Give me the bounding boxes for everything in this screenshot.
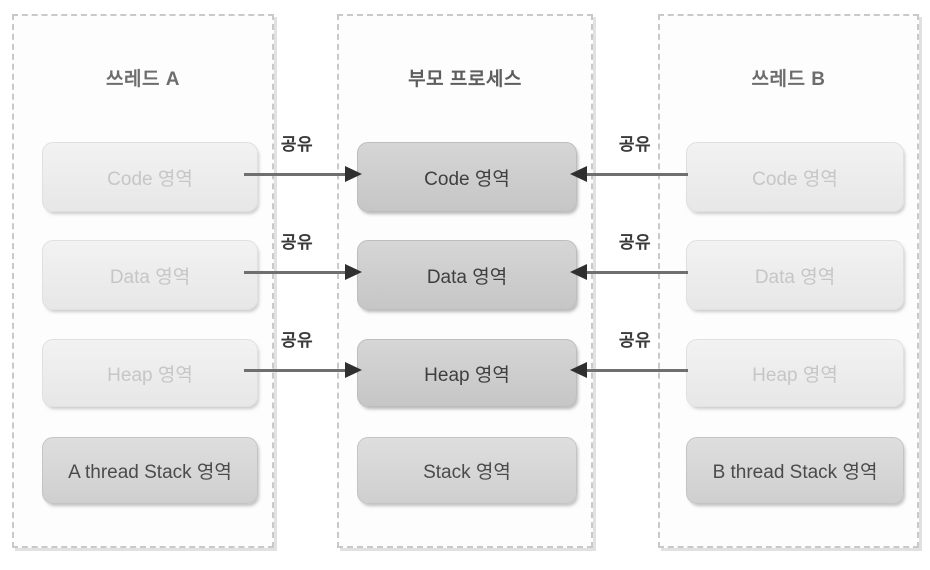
share-arrow-label: 공유 (280, 331, 314, 350)
share-arrow-label: 공유 (618, 331, 652, 350)
arrow-head-right-icon (345, 362, 362, 378)
memory-box-thread-b-data[interactable]: Data 영역 (686, 240, 904, 310)
arrow-line (244, 173, 346, 176)
memory-box-thread-a-data[interactable]: Data 영역 (42, 240, 258, 310)
arrow-head-left-icon (570, 362, 587, 378)
memory-box-thread-b-heap[interactable]: Heap 영역 (686, 339, 904, 407)
arrow-line (244, 369, 346, 372)
arrow-line (244, 271, 346, 274)
panel-title-parent-process: 부모 프로세스 (408, 69, 522, 90)
memory-box-thread-a-stack[interactable]: A thread Stack 영역 (42, 437, 258, 504)
panel-parent-process: 부모 프로세스 Code 영역 Data 영역 Heap 영역 Stack 영역 (337, 14, 593, 548)
panel-title-thread-b: 쓰레드 B (751, 69, 826, 90)
share-arrow-thread-a-code: 공유 (244, 130, 362, 190)
share-arrow-thread-b-code: 공유 (570, 130, 688, 190)
share-arrow-label: 공유 (280, 135, 314, 154)
memory-box-thread-b-stack[interactable]: B thread Stack 영역 (686, 437, 904, 504)
arrow-line (586, 369, 688, 372)
share-arrow-label: 공유 (618, 135, 652, 154)
panel-title-thread-a: 쓰레드 A (106, 69, 180, 90)
memory-box-parent-heap[interactable]: Heap 영역 (357, 339, 577, 407)
share-arrow-thread-a-heap: 공유 (244, 326, 362, 386)
panel-thread-a: 쓰레드 A Code 영역 Data 영역 Heap 영역 A thread S… (12, 14, 274, 548)
memory-box-thread-a-code[interactable]: Code 영역 (42, 142, 258, 212)
arrow-line (586, 271, 688, 274)
arrow-line (586, 173, 688, 176)
arrow-head-right-icon (345, 264, 362, 280)
share-arrow-thread-b-data: 공유 (570, 228, 688, 288)
arrow-head-right-icon (345, 166, 362, 182)
share-arrow-thread-a-data: 공유 (244, 228, 362, 288)
panel-thread-b: 쓰레드 B Code 영역 Data 영역 Heap 영역 B thread S… (658, 14, 919, 548)
arrow-head-left-icon (570, 166, 587, 182)
memory-box-parent-data[interactable]: Data 영역 (357, 240, 577, 310)
share-arrow-thread-b-heap: 공유 (570, 326, 688, 386)
memory-box-thread-b-code[interactable]: Code 영역 (686, 142, 904, 212)
memory-box-parent-code[interactable]: Code 영역 (357, 142, 577, 212)
arrow-head-left-icon (570, 264, 587, 280)
memory-box-thread-a-heap[interactable]: Heap 영역 (42, 339, 258, 407)
memory-box-parent-stack[interactable]: Stack 영역 (357, 437, 577, 504)
share-arrow-label: 공유 (280, 233, 314, 252)
share-arrow-label: 공유 (618, 233, 652, 252)
